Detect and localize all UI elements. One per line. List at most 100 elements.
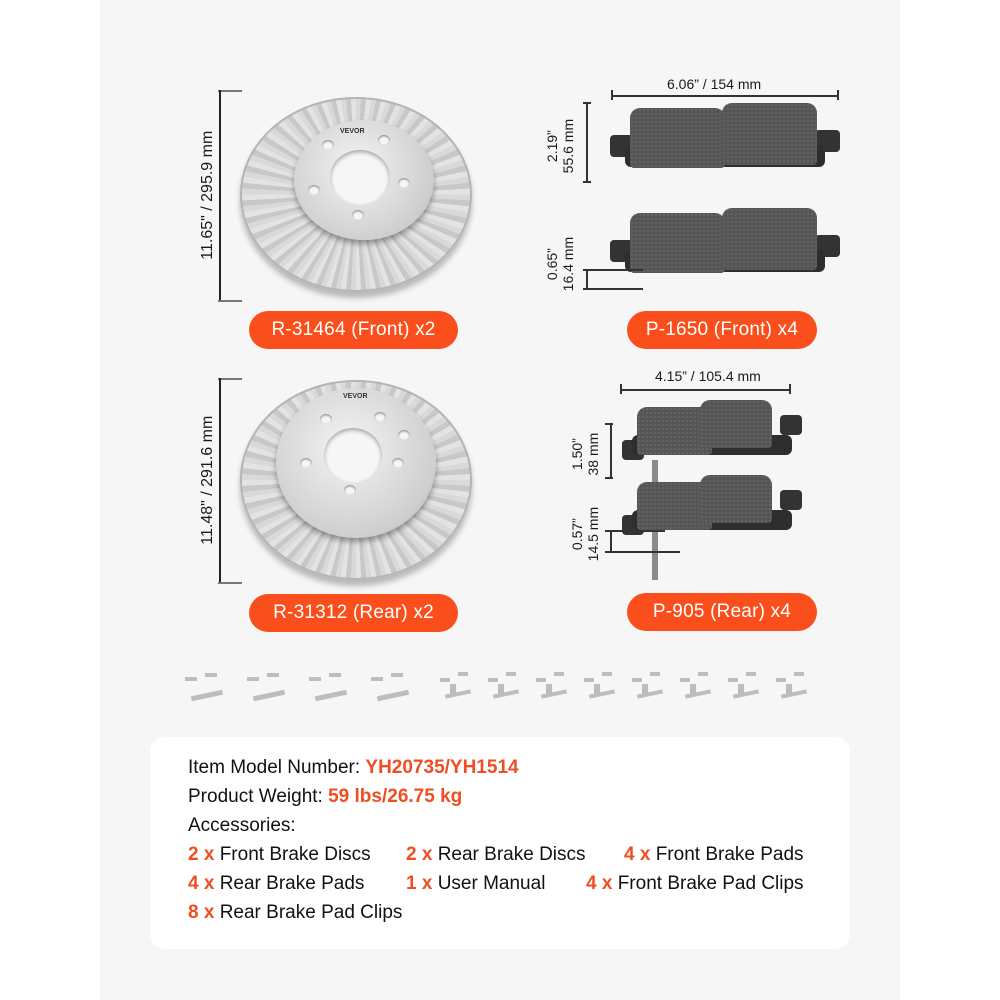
accessory-qty: 1 x (406, 873, 433, 894)
accessory-name: Rear Brake Pad Clips (214, 902, 403, 923)
height-mm: 38 mm (585, 432, 601, 476)
front-pad-clip-image (245, 673, 286, 702)
dimension-line (219, 378, 221, 583)
accessory-name: Front Brake Discs (214, 844, 371, 865)
accessory-name: User Manual (432, 873, 546, 894)
lug-hole (300, 458, 312, 468)
rear-rotor-dimension: 11.48" / 291.6 mm (198, 415, 216, 545)
pad-friction-material (637, 482, 712, 530)
thickness-dimension (586, 269, 588, 289)
accessories-heading: Accessories: (188, 815, 296, 836)
accessory-qty: 8 x (188, 902, 215, 923)
height-dimension-line (610, 423, 612, 478)
rear-brake-pad-image (622, 470, 802, 550)
front-pad-height: 2.19” 55.6 mm (544, 106, 576, 186)
thickness-in: 0.65” (543, 248, 560, 281)
pad-friction-material (637, 407, 712, 455)
rear-pad-height: 1.50” 38 mm (569, 414, 601, 494)
dimension-tick (837, 90, 839, 100)
model-number-value: YH20735/YH1514 (365, 757, 519, 778)
lug-hole (374, 412, 386, 422)
lug-hole (398, 430, 410, 440)
lug-hole (308, 185, 320, 195)
front-rotor-label: R-31464 (Front) x2 (249, 311, 458, 349)
dimension-tick (583, 181, 591, 183)
rear-pad-clip-image (728, 670, 762, 699)
thickness-in: 0.57” (568, 518, 585, 551)
pad-friction-material (722, 208, 817, 270)
rear-pad-clip-image (536, 670, 570, 699)
accessory-name: Rear Brake Discs (432, 844, 586, 865)
brand-logo: VEVOR (343, 393, 368, 400)
accessory-qty: 2 x (188, 844, 215, 865)
pad-ear (780, 490, 802, 510)
height-mm: 55.6 mm (560, 118, 576, 174)
rear-pad-clip-image (440, 670, 474, 699)
dimension-tick (611, 90, 613, 100)
pad-friction-material (722, 103, 817, 165)
dimension-tick (605, 477, 613, 479)
front-brake-pad-image (610, 205, 840, 290)
pad-friction-material (630, 213, 725, 273)
dimension-line (219, 90, 221, 301)
front-pad-thickness: 0.65” 16.4 mm (544, 224, 576, 304)
height-dimension-line (586, 102, 588, 182)
product-weight-row: Product Weight: 59 lbs/26.75 kg (188, 786, 462, 808)
accessory-item: 4 x Rear Brake Pads (188, 873, 364, 895)
specs-card: Item Model Number: YH20735/YH1514 Produc… (150, 737, 850, 949)
front-pad-clip-image (369, 673, 410, 702)
thickness-line (583, 288, 643, 290)
height-in: 1.50” (568, 438, 585, 471)
accessory-item: 1 x User Manual (406, 873, 545, 895)
rear-pad-clip-image (488, 670, 522, 699)
front-rotor-bore (330, 150, 390, 205)
rear-pad-thickness: 0.57” 14.5 mm (569, 494, 601, 574)
thickness-mm: 14.5 mm (585, 506, 601, 562)
brand-logo: VEVOR (340, 128, 365, 135)
accessory-qty: 2 x (406, 844, 433, 865)
product-weight-value: 59 lbs/26.75 kg (328, 786, 463, 807)
accessory-item: 4 x Front Brake Pads (624, 844, 804, 866)
model-number-row: Item Model Number: YH20735/YH1514 (188, 757, 519, 779)
width-dimension-line (611, 95, 838, 97)
dimension-tick-top (218, 378, 242, 380)
accessory-item: 8 x Rear Brake Pad Clips (188, 902, 402, 924)
front-pads-label: P-1650 (Front) x4 (627, 311, 817, 349)
pad-ear (780, 415, 802, 435)
front-pad-clip-image (307, 673, 348, 702)
lug-hole (378, 135, 390, 145)
lug-hole (392, 458, 404, 468)
accessory-item: 2 x Rear Brake Discs (406, 844, 586, 866)
rear-rotor-bore (324, 428, 382, 483)
accessory-item: 2 x Front Brake Discs (188, 844, 371, 866)
thickness-line (605, 530, 665, 532)
accessory-qty: 4 x (586, 873, 613, 894)
lug-hole (398, 178, 410, 188)
thickness-dimension (610, 530, 612, 552)
accessory-qty: 4 x (624, 844, 651, 865)
model-number-label: Item Model Number: (188, 757, 366, 778)
lug-hole (344, 485, 356, 495)
thickness-line (605, 551, 680, 553)
front-rotor-dimension: 11.65" / 295.9 mm (198, 130, 216, 260)
pad-friction-material (700, 475, 772, 523)
front-pad-clip-image (183, 673, 224, 702)
product-weight-label: Product Weight: (188, 786, 329, 807)
accessory-item: 4 x Front Brake Pad Clips (586, 873, 804, 895)
thickness-mm: 16.4 mm (560, 236, 576, 292)
rear-pad-clip-image (776, 670, 810, 699)
lug-hole (322, 140, 334, 150)
thickness-line (583, 269, 643, 271)
dimension-tick-bottom (218, 582, 242, 584)
pad-friction-material (630, 108, 725, 168)
lug-hole (320, 414, 332, 424)
lug-hole (352, 210, 364, 220)
dimension-tick (605, 423, 613, 425)
front-brake-pad-image (610, 100, 840, 185)
dimension-tick (789, 384, 791, 394)
rear-pad-width: 4.15” / 105.4 mm (655, 368, 761, 384)
height-in: 2.19” (543, 130, 560, 163)
rear-pad-clip-image (584, 670, 618, 699)
rear-brake-pad-image (622, 395, 802, 475)
dimension-tick-top (218, 90, 242, 92)
